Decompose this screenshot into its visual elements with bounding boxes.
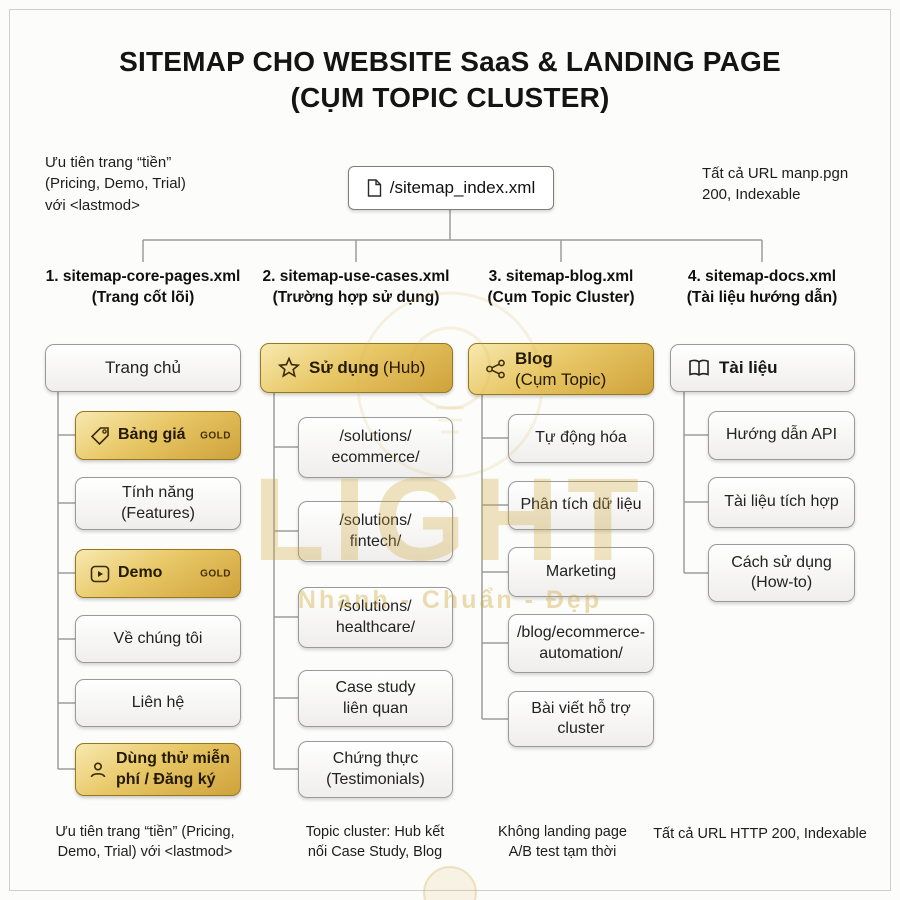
node-cach-su-dung: Cách sử dụng (How-to) (708, 544, 855, 602)
node-tu-dong-hoa: Tự động hóa (508, 414, 654, 463)
node-ve-chung-toi: Về chúng tôi (75, 615, 241, 663)
node-sitemap-index: /sitemap_index.xml (348, 166, 554, 210)
column-header-use-cases: 2. sitemap-use-cases.xml (Trường hợp sử … (262, 268, 450, 306)
node-solutions-healthcare: /solutions/ healthcare/ (298, 587, 453, 648)
column-header-docs: 4. sitemap-docs.xml (Tài liệu hướng dẫn) (686, 268, 838, 306)
node-bang-gia: Bảng giá GOLD (75, 411, 241, 460)
node-chung-thuc: Chứng thực (Testimonials) (298, 741, 453, 798)
node-blog-ecommerce-automation: /blog/ecommerce- automation/ (508, 614, 654, 673)
node-tai-lieu: Tài liệu (670, 344, 855, 392)
node-tai-lieu-tich-hop: Tài liệu tích hợp (708, 477, 855, 528)
play-icon (90, 565, 110, 583)
node-marketing: Marketing (508, 547, 654, 597)
user-icon (88, 760, 108, 780)
node-solutions-ecommerce: /solutions/ ecommerce/ (298, 417, 453, 478)
node-trang-chu: Trang chủ (45, 344, 241, 392)
note-top-left: Ưu tiên trang “tiền” (Pricing, Demo, Tri… (45, 154, 186, 214)
footnote-docs: Tất cả URL HTTP 200, Indexable (653, 826, 867, 842)
node-phan-tich-du-lieu: Phân tích dữ liệu (508, 481, 654, 530)
star-icon (277, 356, 301, 380)
node-solutions-fintech: /solutions/ fintech/ (298, 501, 453, 562)
footnote-use-cases: Topic cluster: Hub kết nối Case Study, B… (305, 824, 445, 860)
column-header-blog: 3. sitemap-blog.xml (Cụm Topic Cluster) (487, 268, 635, 306)
node-blog-cum-topic: Blog(Cụm Topic) (468, 343, 654, 395)
network-icon (485, 359, 507, 379)
root-label: /sitemap_index.xml (389, 178, 536, 197)
node-huong-dan-api: Hướng dẫn API (708, 411, 855, 460)
node-demo: Demo GOLD (75, 549, 241, 598)
gold-badge: GOLD (200, 568, 231, 579)
gold-badge: GOLD (200, 430, 231, 441)
node-su-dung-hub: Sử dụng(Hub) (260, 343, 453, 393)
node-case-study: Case study liên quan (298, 670, 453, 727)
column-header-core-pages: 1. sitemap-core-pages.xml (Trang cốt lõi… (45, 268, 241, 306)
file-icon (367, 179, 382, 197)
page-title: SITEMAP CHO WEBSITE SaaS & LANDING PAGE … (0, 44, 900, 116)
note-top-right: Tất cả URL manp.pgn 200, Indexable (702, 165, 849, 204)
footnote-blog: Không landing page A/B test tạm thời (497, 824, 627, 860)
node-lien-he: Liên hệ (75, 679, 241, 727)
footnote-core-pages: Ưu tiên trang “tiền” (Pricing, Demo, Tri… (55, 824, 235, 860)
book-icon (687, 358, 711, 378)
node-tinh-nang: Tính năng (Features) (75, 477, 241, 530)
page-title-line1: SITEMAP CHO WEBSITE SaaS & LANDING PAGE (119, 46, 781, 77)
node-bai-viet-ho-tro-cluster: Bài viết hỗ trợ cluster (508, 691, 654, 747)
tag-icon (90, 426, 110, 446)
page-title-line2: (CỤM TOPIC CLUSTER) (290, 82, 610, 113)
node-dung-thu-dang-ky: Dùng thử miễn phí / Đăng ký (75, 743, 241, 796)
